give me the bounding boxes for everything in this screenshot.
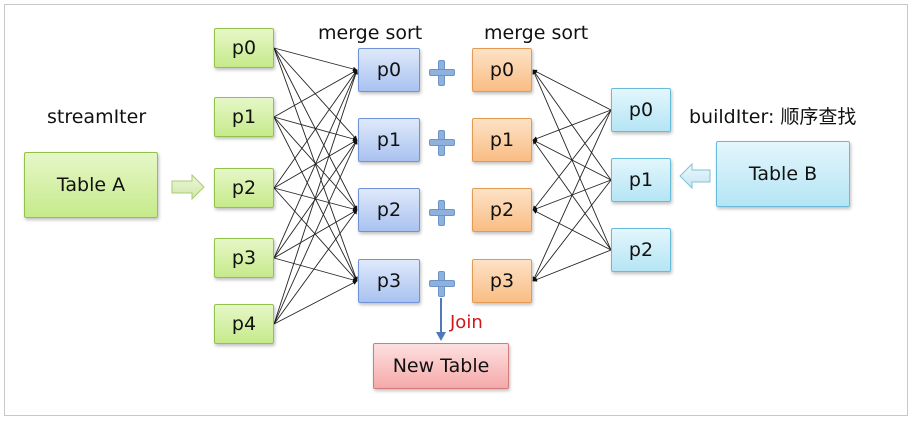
fan-line-a xyxy=(273,257,358,283)
table-b-label: Table B xyxy=(748,163,818,185)
fan-lines-a-to-merge xyxy=(273,47,358,325)
a-partition-p1: p1 xyxy=(214,97,274,137)
table-a-box: Table A xyxy=(24,152,158,218)
fan-lines-b-to-merge xyxy=(532,69,612,282)
a-partition-label: p1 xyxy=(231,106,257,128)
fan-line-a xyxy=(273,69,358,118)
sorted-right-label: p0 xyxy=(489,59,515,81)
new-table-label: New Table xyxy=(392,355,490,377)
arrow-table-a-icon xyxy=(171,173,205,201)
fan-line-a xyxy=(273,47,358,72)
plus-icon xyxy=(429,130,455,156)
a-partition-label: p4 xyxy=(231,313,257,335)
b-partition-p2: p2 xyxy=(611,228,671,272)
sorted-left-label: p2 xyxy=(376,199,402,221)
join-label: Join xyxy=(450,312,483,333)
fan-line-a xyxy=(273,209,358,325)
sorted-right-p0: p0 xyxy=(472,48,532,92)
table-b-box: Table B xyxy=(716,141,850,207)
sorted-left-label: p0 xyxy=(376,59,402,81)
sorted-left-p3: p3 xyxy=(358,259,420,303)
a-partition-label: p2 xyxy=(231,177,257,199)
a-partition-label: p3 xyxy=(231,247,257,269)
merge-sort-left-label: merge sort xyxy=(318,22,423,44)
table-a-label: Table A xyxy=(56,174,126,196)
sorted-left-p0: p0 xyxy=(358,48,420,92)
sorted-right-label: p2 xyxy=(489,199,515,221)
sorted-left-label: p1 xyxy=(376,129,402,151)
build-iter-label: buildIter: 顺序查找 xyxy=(689,106,857,128)
plus-icon xyxy=(429,200,455,226)
plus-icon xyxy=(429,60,455,86)
join-arrowhead-icon xyxy=(436,332,446,341)
fan-line-a xyxy=(273,280,358,325)
a-partition-p0: p0 xyxy=(214,28,274,68)
fan-line-a xyxy=(273,139,358,325)
new-table-box: New Table xyxy=(373,343,509,389)
b-partition-label: p0 xyxy=(628,99,654,121)
a-partition-label: p0 xyxy=(231,37,257,59)
a-partition-p3: p3 xyxy=(214,238,274,278)
fan-line-a xyxy=(273,69,358,189)
fan-line-b xyxy=(532,69,612,181)
merge-sort-right-label: merge sort xyxy=(484,22,589,44)
sorted-left-p2: p2 xyxy=(358,188,420,232)
fan-line-b xyxy=(532,249,612,282)
fan-line-b xyxy=(532,69,612,111)
fan-line-a xyxy=(273,69,358,325)
sorted-right-label: p1 xyxy=(489,129,515,151)
fan-line-a xyxy=(273,139,358,259)
b-partition-p1: p1 xyxy=(611,158,671,202)
a-partition-p2: p2 xyxy=(214,168,274,208)
b-partition-label: p2 xyxy=(628,239,654,261)
stream-iter-label: streamIter xyxy=(47,106,147,128)
fan-line-a xyxy=(273,69,358,259)
arrow-table-b-icon xyxy=(679,162,711,190)
sorted-left-p1: p1 xyxy=(358,118,420,162)
sorted-right-p2: p2 xyxy=(472,188,532,232)
plus-icon xyxy=(429,271,455,297)
sorted-right-p1: p1 xyxy=(472,118,532,162)
fan-line-b xyxy=(532,69,612,251)
sorted-right-label: p3 xyxy=(489,270,515,292)
b-partition-p0: p0 xyxy=(611,88,671,132)
fan-line-a xyxy=(273,209,358,259)
fan-line-b xyxy=(532,209,612,251)
b-partition-label: p1 xyxy=(628,169,654,191)
a-partition-p4: p4 xyxy=(214,304,274,344)
sorted-left-label: p3 xyxy=(376,270,402,292)
fan-line-b xyxy=(532,139,612,251)
sorted-right-p3: p3 xyxy=(472,259,532,303)
